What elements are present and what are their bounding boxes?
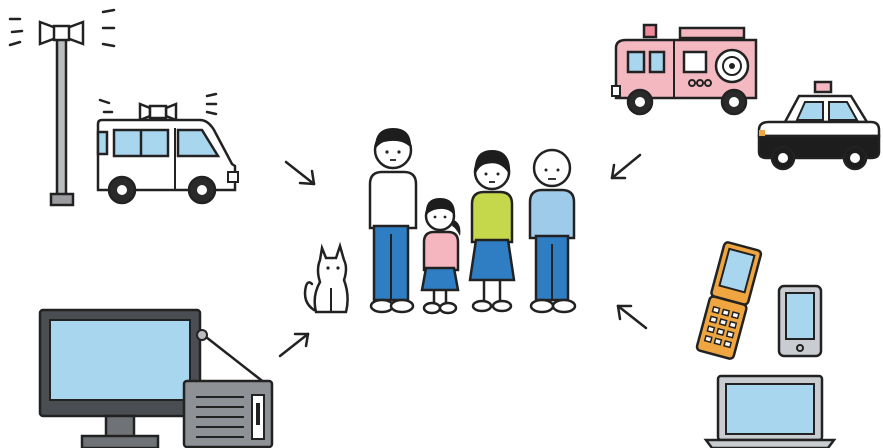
broadcast-van-icon <box>90 92 240 212</box>
flip-phone-icon <box>690 240 765 362</box>
grandpa <box>528 148 577 314</box>
arrow-icon <box>282 156 320 190</box>
loudspeaker-pole-icon <box>0 0 130 210</box>
father <box>368 128 418 314</box>
arrow-icon <box>276 328 314 362</box>
police-car-icon <box>755 78 883 176</box>
arrow-icon <box>606 150 644 184</box>
smartphone-icon <box>776 283 824 359</box>
family-icon <box>362 124 588 318</box>
girl <box>420 198 461 315</box>
radio-icon <box>180 325 280 448</box>
cat-icon <box>300 240 354 316</box>
tv-monitor-icon <box>36 306 206 448</box>
fire-truck-icon <box>610 20 765 120</box>
laptop-icon <box>700 372 840 448</box>
arrow-icon <box>612 300 650 334</box>
mother <box>468 150 516 313</box>
